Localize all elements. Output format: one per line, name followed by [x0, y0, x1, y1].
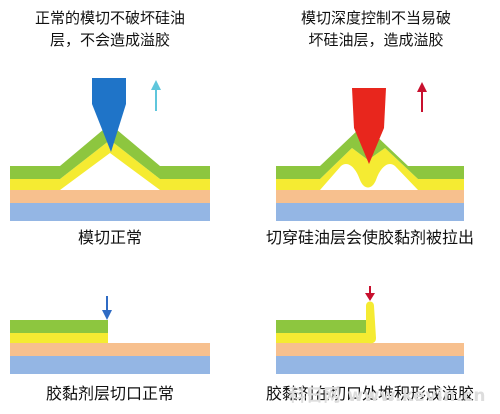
panel4-silicone-layer [276, 320, 366, 333]
panel1-blade [92, 78, 126, 152]
panel3-caption: 胶黏剂层切口正常 [45, 384, 174, 403]
panel4-liner-layer [276, 343, 464, 356]
panel1-title-line1: 正常的模切不破坏硅油 [34, 9, 185, 27]
panel1-base-layer [10, 203, 210, 221]
panel2-blade [352, 88, 386, 164]
panel3-silicone-layer [10, 320, 108, 333]
watermark: 科日网 www.kevin.cn [288, 386, 486, 406]
panel4-down-arrowhead [365, 293, 375, 301]
panel2-base-layer [276, 203, 464, 221]
panel2-liner-layer [276, 190, 464, 203]
panel2-adhesive-layer [276, 148, 464, 190]
panel4-caption: 胶黏剂在切口处堆积形成溢胶 [265, 384, 474, 403]
panel3-liner-layer [10, 343, 210, 356]
panel1-caption: 模切正常 [77, 228, 142, 247]
panel1-title-line2: 层，不会造成溢胶 [49, 31, 170, 49]
panel2-title-line2: 坏硅油层，造成溢胶 [308, 31, 444, 49]
panel2-title-line1: 模切深度控制不当易破 [300, 9, 451, 27]
panel4-base-layer [276, 356, 464, 374]
panel4-diagram [276, 286, 464, 374]
panel1-diagram [10, 78, 210, 221]
panel4-adhesive-layer [276, 301, 376, 344]
panel1-up-arrowhead [151, 80, 161, 90]
panel3-base-layer [10, 356, 210, 374]
panel3-down-arrowhead [102, 310, 112, 320]
panel3-diagram [10, 296, 210, 374]
panel2-up-arrowhead [417, 82, 427, 92]
panel2-diagram [276, 82, 464, 221]
panel2-caption: 切穿硅油层会使胶黏剂被拉出 [265, 228, 474, 247]
panel3-adhesive-layer [10, 333, 108, 343]
panel1-liner-layer [10, 190, 210, 203]
panel1-adhesive-layer [10, 140, 210, 190]
